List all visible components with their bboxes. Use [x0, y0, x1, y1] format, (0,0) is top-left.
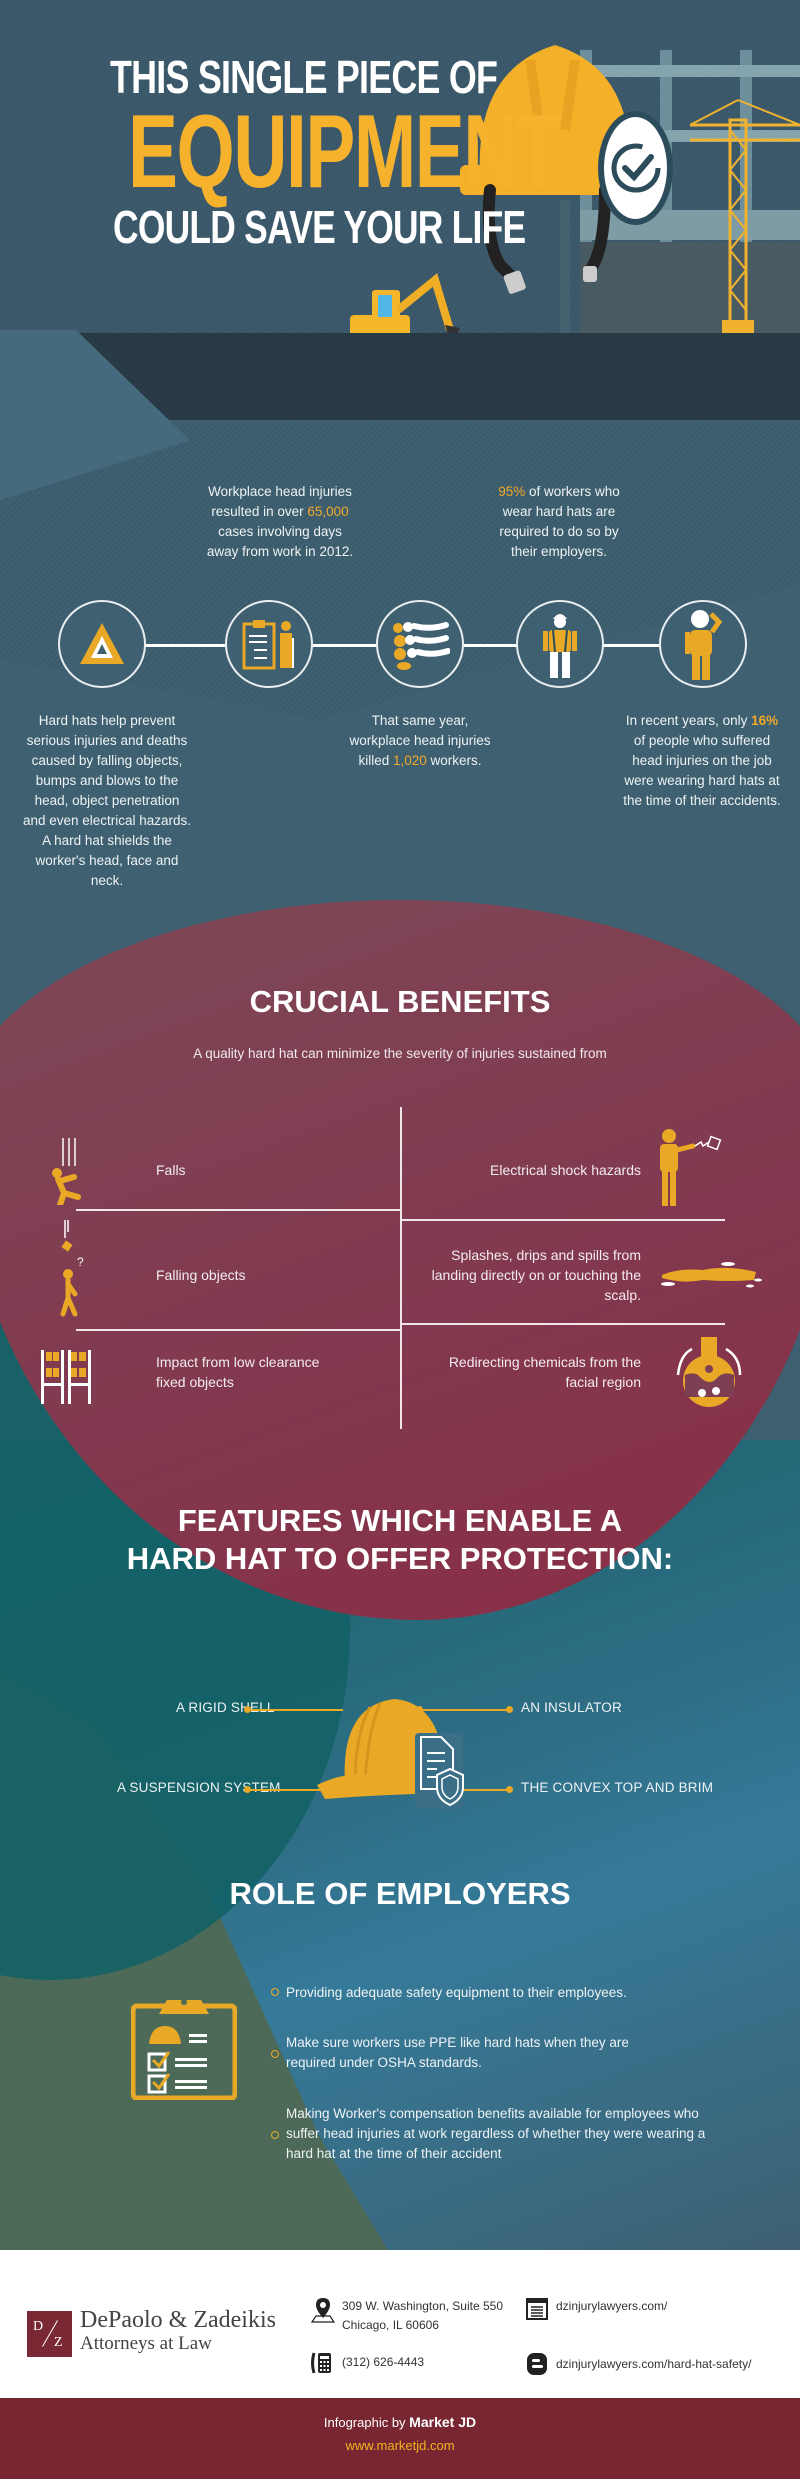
address-line2: Chicago, IL 60606 — [342, 2318, 439, 2332]
clipboard-checklist-icon — [131, 1999, 237, 2100]
features-title: FEATURES WHICH ENABLE A HARD HAT TO OFFE… — [0, 1502, 800, 1578]
falling-person-icon — [52, 1138, 81, 1205]
checkmark-badge-icon — [598, 111, 673, 225]
feature-suspension: A SUSPENSION SYSTEM — [117, 1780, 281, 1795]
feature-dot — [244, 1786, 251, 1793]
head-injury-icon — [393, 622, 450, 670]
logo-letter-d: D — [33, 2319, 44, 2334]
chemical-flask-icon — [676, 1337, 742, 1407]
benefits-divider-vertical — [400, 1107, 402, 1429]
worker-head-pain-icon — [685, 610, 723, 680]
credit-bar: Infographic by Market JD www.marketjd.co… — [0, 2398, 800, 2479]
credit-text: Infographic by Market JD — [0, 2414, 800, 2430]
benefits-divider — [401, 1219, 725, 1221]
employer-role-3: Making Worker's compensation benefits av… — [286, 2106, 706, 2161]
blogger-icon — [527, 2353, 547, 2375]
feature-connector — [248, 1709, 343, 1711]
spill-icon — [661, 1262, 762, 1288]
bullet-icon — [271, 2050, 279, 2058]
features-title-line2: HARD HAT TO OFFER PROTECTION: — [126, 1541, 674, 1576]
warning-triangle-icon — [80, 623, 124, 664]
website-icon — [526, 2298, 548, 2320]
benefits-subtitle: A quality hard hat can minimize the seve… — [193, 1046, 607, 1061]
firm-name: DePaolo & Zadeikis — [80, 2307, 276, 2333]
logo-letter-z: Z — [54, 2335, 63, 2350]
falling-object-icon: ? — [60, 1220, 84, 1317]
article-link[interactable]: dzinjurylawyers.com/hard-hat-safety/ — [556, 2357, 752, 2371]
feature-connector — [420, 1709, 510, 1711]
employers-title: ROLE OF EMPLOYERS — [229, 1876, 571, 1911]
feature-connector — [440, 1789, 510, 1791]
benefit-falls: Falls — [156, 1162, 186, 1178]
benefits-divider — [76, 1209, 401, 1211]
bullet-icon — [271, 1988, 279, 1996]
feature-dot — [506, 1706, 513, 1713]
benefit-electrical: Electrical shock hazards — [490, 1162, 641, 1178]
hero-title-line3: COULD SAVE YOUR LIFE — [113, 201, 526, 253]
benefit-chemicals: Redirecting chemicals from the facial re… — [448, 1354, 641, 1390]
firm-subtitle: Attorneys at Law — [80, 2333, 212, 2354]
phone-number[interactable]: (312) 626-4443 — [342, 2355, 425, 2369]
timeline-circle-1 — [58, 600, 146, 688]
timeline-circle-4 — [516, 600, 604, 688]
footer-contact: D Z DePaolo & Zadeikis Attorneys at Law … — [0, 2250, 800, 2398]
stat-injury-cases: Workplace head injuries resulted in over… — [206, 484, 354, 559]
firm-logo-mark: D Z — [27, 2311, 72, 2357]
stats-section — [0, 420, 800, 980]
address: 309 W. Washington, Suite 550 Chicago, IL… — [342, 2297, 503, 2335]
bullet-icon — [271, 2131, 279, 2139]
hard-hat-shield-icon — [317, 1699, 464, 1809]
shelving-icon — [41, 1350, 91, 1404]
feature-dot — [244, 1706, 251, 1713]
hero-title: THIS SINGLE PIECE OF EQUIPMENT COULD SAV… — [44, 54, 644, 250]
feature-dot — [506, 1786, 513, 1793]
credit-brand: Market JD — [409, 2414, 477, 2430]
address-line1: 309 W. Washington, Suite 550 — [342, 2299, 503, 2313]
benefits-divider — [76, 1329, 401, 1331]
worker-with-hardhat-icon — [543, 614, 577, 678]
timeline-circle-3 — [376, 600, 464, 688]
credit-prefix: Infographic by — [323, 2415, 410, 2430]
feature-convex-top: THE CONVEX TOP AND BRIM — [521, 1780, 714, 1795]
feature-rigid-shell: A RIGID SHELL — [176, 1700, 275, 1715]
svg-text:?: ? — [77, 1255, 84, 1269]
building-illustration — [560, 50, 800, 340]
timeline-circle-5 — [659, 600, 747, 688]
electric-shock-icon — [660, 1129, 722, 1206]
benefit-falling-objects: Falling objects — [156, 1267, 246, 1283]
employer-role-1: Providing adequate safety equipment to t… — [286, 1985, 627, 2000]
benefits-divider — [401, 1323, 725, 1325]
employer-role-2: Make sure workers use PPE like hard hats… — [286, 2035, 629, 2070]
features-title-line1: FEATURES WHICH ENABLE A — [177, 1503, 623, 1538]
hero-title-line2: EQUIPMENT — [128, 94, 562, 210]
hero-banner: THIS SINGLE PIECE OF EQUIPMENT COULD SAV… — [0, 0, 800, 421]
timeline-circle-2 — [225, 600, 313, 688]
firm-logo-text[interactable]: DePaolo & Zadeikis Attorneys at Law — [80, 2306, 276, 2354]
clipboard-injured-worker-icon — [242, 620, 294, 670]
stat-wearing-percent: In recent years, only 16% of people who … — [623, 713, 781, 808]
benefits-title: CRUCIAL BENEFITS — [249, 984, 551, 1019]
stat-hard-hat-protection: Hard hats help prevent serious injuries … — [22, 713, 192, 888]
feature-connector — [248, 1789, 343, 1791]
phone-icon — [311, 2352, 331, 2374]
map-pin-icon — [310, 2298, 336, 2323]
benefit-low-clearance: Impact from low clearance fixed objects — [156, 1354, 320, 1390]
hero-title-line1: THIS SINGLE PIECE OF — [110, 51, 498, 103]
crane-icon — [690, 99, 800, 340]
hero-ground — [70, 333, 800, 421]
stat-required-percent: 95% of workers who wear hard hats are re… — [498, 484, 620, 559]
stat-fatalities: That same year, workplace head injuries … — [349, 713, 491, 768]
website-link[interactable]: dzinjurylawyers.com/ — [556, 2299, 668, 2313]
benefit-splashes: Splashes, drips and spills from landing … — [431, 1247, 641, 1303]
feature-insulator: AN INSULATOR — [521, 1700, 622, 1715]
credit-url[interactable]: www.marketjd.com — [345, 2438, 455, 2453]
